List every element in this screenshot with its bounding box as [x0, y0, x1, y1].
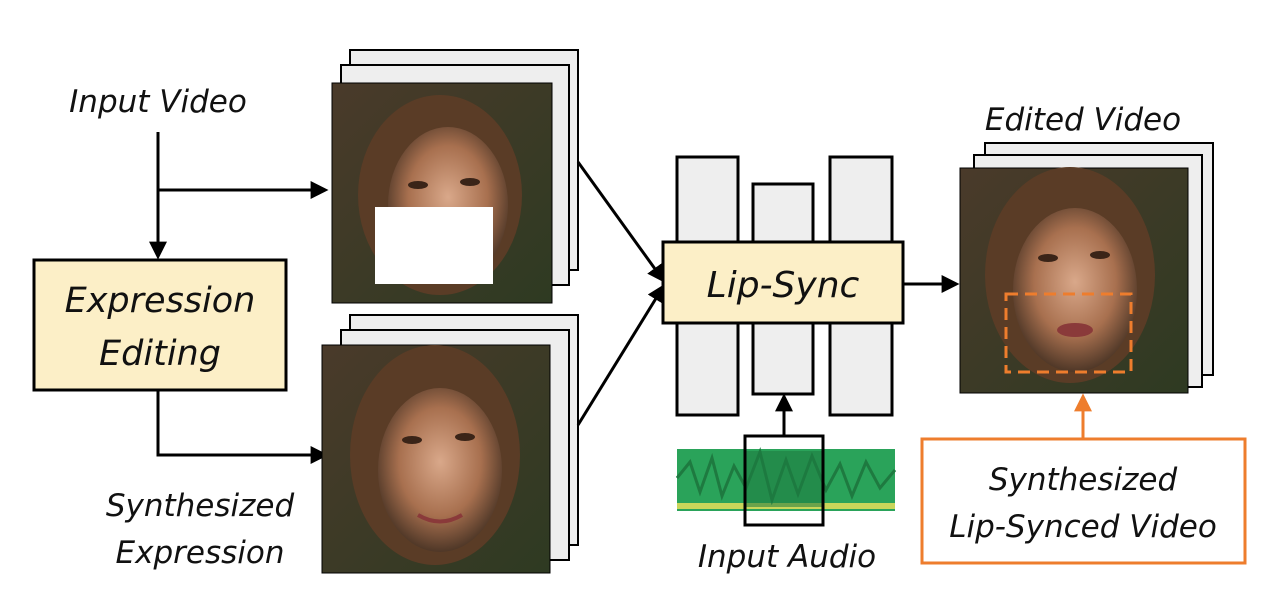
synth-lipsynced-video-box: Synthesized Lip-Synced Video: [920, 437, 1247, 565]
synth-expression-line1: Synthesized: [106, 488, 295, 524]
synth-lipsynced-line1: Synthesized: [989, 462, 1178, 498]
arrow-synth-to-lipsync: [576, 283, 665, 426]
input-audio-label: Input Audio: [698, 539, 876, 575]
input-video-label: Input Video: [69, 84, 247, 120]
lipsync-network: Lip-Sync: [661, 155, 905, 417]
mouth-mask: [375, 207, 493, 284]
synth-expression-line2: Expression: [116, 535, 285, 571]
arrow-masked-to-lipsync: [576, 161, 666, 283]
arrow-editing-to-synth: [156, 390, 329, 464]
lipsync-label: Lip-Sync: [707, 265, 860, 306]
masked-input-frames: [331, 49, 579, 304]
synth-expression-frames: [321, 314, 579, 574]
synth-lipsynced-line2: Lip-Synced Video: [949, 509, 1217, 545]
expression-editing-line2: Editing: [99, 334, 221, 374]
expression-editing-box: Expression Editing: [32, 258, 288, 392]
edited-video-label: Edited Video: [985, 102, 1181, 138]
edited-video-frames: [959, 142, 1214, 394]
lipsync-box: [661, 240, 905, 325]
lip-region-dashed-box: [1004, 292, 1133, 374]
audio-waveform: [675, 434, 897, 527]
expression-editing-line1: Expression: [65, 281, 256, 321]
